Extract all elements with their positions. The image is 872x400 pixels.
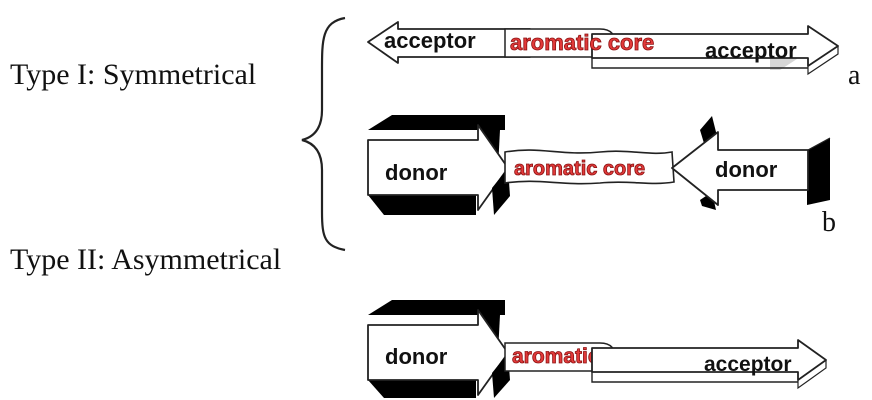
panel-b-core [504,149,675,185]
panel-a-letter: a [848,60,861,91]
panel-c-left-label: donor [385,344,448,369]
type-i-label: Type I: Symmetrical [10,58,257,91]
panel-b-core-label: aromatic core [514,158,645,180]
donor-arrow-right [671,131,809,206]
panel-c-acceptor [591,339,827,390]
type-ii-label: Type II: Asymmetrical [10,243,282,276]
panel-a-core-label: aromatic core [510,30,654,55]
acceptor-arrow-c [591,339,827,381]
acceptor-arrow-right [591,25,839,67]
panel-b-left-donor [367,115,510,215]
panel-a-left-label: acceptor [384,28,476,53]
panel-c-right-label: acceptor [704,353,792,376]
curly-brace [301,16,346,252]
panel-b-right-label: donor [715,157,778,182]
panel-b-right-donor [671,116,831,210]
panel-a-right-label: acceptor [705,38,797,63]
panel-b-left-label: donor [385,160,448,185]
panel-a-arrow [367,21,839,76]
ribbon-center-b [504,149,675,185]
panel-b-letter: b [822,207,836,238]
